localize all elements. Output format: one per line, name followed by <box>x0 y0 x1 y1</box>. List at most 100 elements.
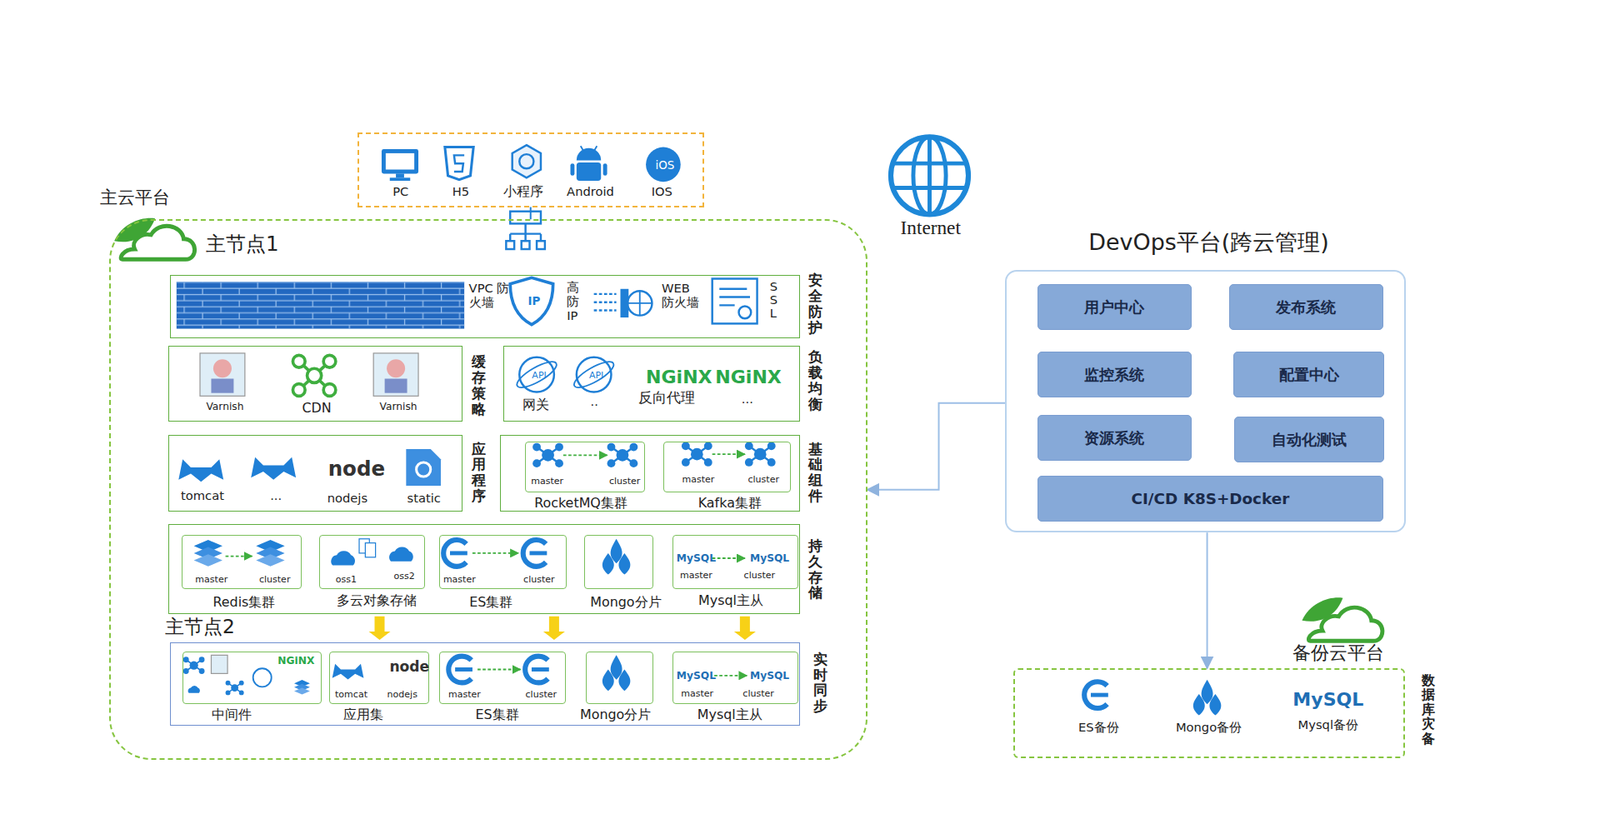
node-text: 负载均衡 <box>808 349 823 412</box>
node-text: DevOps平台(跨云管理) <box>1088 230 1330 256</box>
node-text: master <box>530 476 564 488</box>
node-text: cluster <box>744 570 775 582</box>
network-switch-icon <box>505 211 545 250</box>
node-text: Varnish <box>380 400 418 413</box>
icon-part <box>477 669 520 671</box>
node-text: Android <box>566 185 615 200</box>
icon-part <box>330 550 355 565</box>
icon-part <box>519 154 534 169</box>
node-text: master <box>195 575 228 586</box>
devops-module: 监控系统 <box>1037 351 1192 398</box>
node-text: oss1 <box>335 575 357 586</box>
icon-part <box>532 443 564 468</box>
icon-part <box>250 457 296 480</box>
devops-module: CI/CD K8S+Docker <box>1037 475 1384 522</box>
node-text: 实时同步 <box>813 651 828 715</box>
node-text: 主节点1 <box>205 232 280 256</box>
node-text: master <box>443 575 476 586</box>
icon-part <box>323 355 336 368</box>
node-text: 基础组件 <box>808 441 823 505</box>
node-text: 监控系统 <box>1084 365 1145 384</box>
icon-part <box>365 543 375 558</box>
icon-part <box>332 664 365 680</box>
node-text: node <box>328 457 385 481</box>
node-text: tomcat <box>335 690 368 701</box>
node-text: cluster <box>525 690 557 701</box>
app-box: tomcat...nodenodejsstatic应用程序 <box>168 435 464 512</box>
icon-part <box>602 539 631 575</box>
icon-part <box>563 454 608 456</box>
node-text: IOS <box>651 185 673 200</box>
icon-part <box>194 540 223 567</box>
node-text: MySQL <box>1292 689 1364 710</box>
node-text: Kafka集群 <box>698 495 762 511</box>
main-cloud-platform: 主云平台主节点1主节点2VPC 防火墙IP高防IPWEB 防火墙SSL安全防护V… <box>109 219 868 760</box>
storage-icons <box>194 539 745 575</box>
icon-part <box>292 355 305 368</box>
icon-part <box>681 441 713 466</box>
icon-part <box>445 147 474 180</box>
node-text: ES备份 <box>1078 720 1120 735</box>
node-text: 应用集 <box>343 707 384 723</box>
icon-part <box>307 368 322 383</box>
icon-part <box>448 656 473 684</box>
app-icons <box>178 449 441 486</box>
node-text: API <box>531 370 546 382</box>
icon-part <box>200 353 245 396</box>
node-text: 中间件 <box>211 707 252 723</box>
es-sync-tile: masterclusterES集群 <box>439 651 566 705</box>
node-text: master <box>448 690 481 701</box>
devops-module: 资源系统 <box>1037 415 1192 461</box>
icon-part <box>386 359 405 378</box>
node-text: .. <box>590 395 599 410</box>
icon-part <box>294 680 310 695</box>
icon-part <box>510 211 541 225</box>
devops-module: 配置中心 <box>1233 351 1385 398</box>
node-text: WEB 防火墙 <box>661 281 703 310</box>
icon-part <box>385 153 415 170</box>
icon-part <box>188 685 200 694</box>
node-text: MySQL <box>750 552 790 565</box>
node-text: 主节点2 <box>165 615 235 639</box>
node-text: 用户中心 <box>1084 298 1145 316</box>
node-text: static <box>407 491 441 506</box>
icon-part <box>225 680 245 696</box>
devops-platform: DevOps平台(跨云管理)用户中心发布系统监控系统配置中心资源系统自动化测试C… <box>1005 270 1406 533</box>
icon-part <box>225 555 253 558</box>
node-text: cluster <box>523 575 555 586</box>
node-text: CDN <box>301 400 331 416</box>
icon-part <box>405 449 441 486</box>
icon-part <box>745 441 776 466</box>
node-text: 资源系统 <box>1084 429 1145 447</box>
icon-part <box>395 173 405 178</box>
icon-part <box>225 680 245 696</box>
node-text: cluster <box>609 476 640 488</box>
node-text: node <box>389 659 430 676</box>
node-text: 反向代理 <box>638 390 695 407</box>
icon-part <box>416 462 431 477</box>
sync-box: 实时同步NGiNX中间件tomcatnodenodejs应用集masterclu… <box>170 642 800 726</box>
backup-cloud-platform: 备份云平台ES备份Mongo备份MySQLMysql备份数据库灾备 <box>1013 668 1405 759</box>
mysql-tile: MySQLMySQLmasterclusterMysql主从 <box>672 535 799 590</box>
node-text: cluster <box>742 689 774 700</box>
free-label: Internet <box>900 216 961 240</box>
node-text: RocketMQ集群 <box>534 495 628 511</box>
icon-part <box>627 290 652 315</box>
backup-icons <box>1084 680 1221 716</box>
node-text: NGiNX <box>277 655 315 667</box>
node-text: 安全防护 <box>808 272 823 335</box>
node-text: 主云平台 <box>100 188 170 209</box>
node-text: SSL <box>770 280 783 320</box>
load-balance-box: APIAPI网关..NGiNXNGiNX反向代理...负载均衡 <box>503 345 800 423</box>
middleware-tile: NGiNX中间件 <box>182 651 323 705</box>
icon-part <box>510 277 553 325</box>
node-text: oss2 <box>394 571 415 583</box>
connector <box>734 616 756 640</box>
icon-part <box>576 148 601 161</box>
node-text: Redis集群 <box>212 595 275 610</box>
icon-part <box>1301 597 1343 621</box>
oss-tile: oss1oss2多云对象存储 <box>319 535 425 590</box>
kafka-tile: masterclusterKafka集群 <box>663 441 791 493</box>
icon-part <box>536 240 545 250</box>
security-row: VPC 防火墙IP高防IPWEB 防火墙SSL安全防护 <box>170 275 800 339</box>
